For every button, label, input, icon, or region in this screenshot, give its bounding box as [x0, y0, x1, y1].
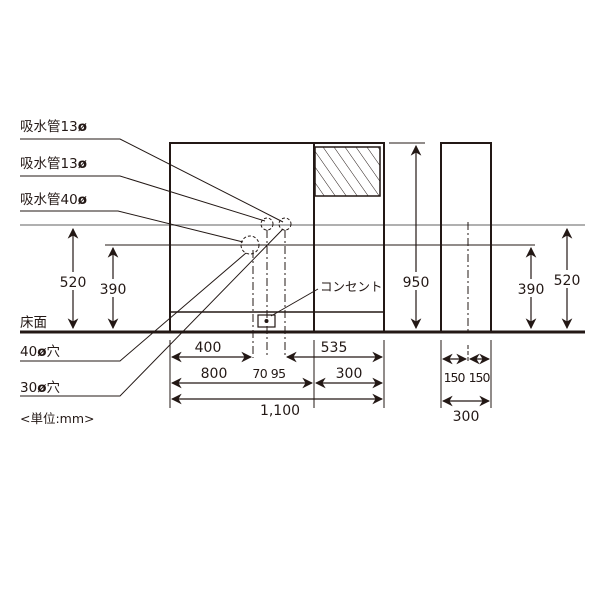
outlet-label: コンセント: [320, 279, 383, 294]
unit-side-outline: [440, 142, 492, 333]
dim-535: 535: [321, 340, 348, 356]
outlet-box: [257, 314, 276, 328]
outlet-dot: [264, 319, 269, 323]
hole-30-label: 30ø穴: [20, 380, 60, 396]
dim-300: 300: [336, 366, 363, 382]
dim-800: 800: [201, 366, 228, 382]
dim-390-left: 390: [100, 282, 127, 298]
dim-400: 400: [195, 340, 222, 356]
hatched-vent: [314, 146, 381, 197]
intake-pipe-13-b: [278, 217, 292, 231]
intake-13-label-a: 吸水管13ø: [20, 119, 87, 135]
intake-13-label-b: 吸水管13ø: [20, 156, 87, 172]
intake-40-label: 吸水管40ø: [20, 192, 87, 208]
dim-1100: 1,100: [260, 403, 300, 419]
dim-70-95: 70 95: [252, 366, 285, 381]
outlet-leader: [270, 288, 319, 317]
dim-390-right: 390: [518, 282, 545, 298]
dim-950: 950: [403, 275, 430, 291]
leader-intake-40: [20, 210, 244, 243]
dim-side-300: 300: [453, 409, 480, 425]
dim-150-a: 150: [444, 370, 466, 385]
floor-label: 床面: [20, 315, 47, 331]
dim-150-b: 150: [469, 370, 491, 385]
dim-520-right: 520: [554, 273, 581, 289]
intake-pipe-13-a: [260, 217, 274, 231]
unit-label: <単位:mm>: [20, 411, 95, 426]
hole-40-label: 40ø穴: [20, 344, 60, 360]
leader-intake-13-a: [20, 175, 266, 222]
leader-intake-13-b: [20, 138, 284, 223]
intake-pipe-40: [240, 235, 260, 255]
leader-hole-40: [20, 252, 247, 362]
leader-hole-30: [20, 228, 284, 397]
dim-520-left: 520: [60, 275, 87, 291]
